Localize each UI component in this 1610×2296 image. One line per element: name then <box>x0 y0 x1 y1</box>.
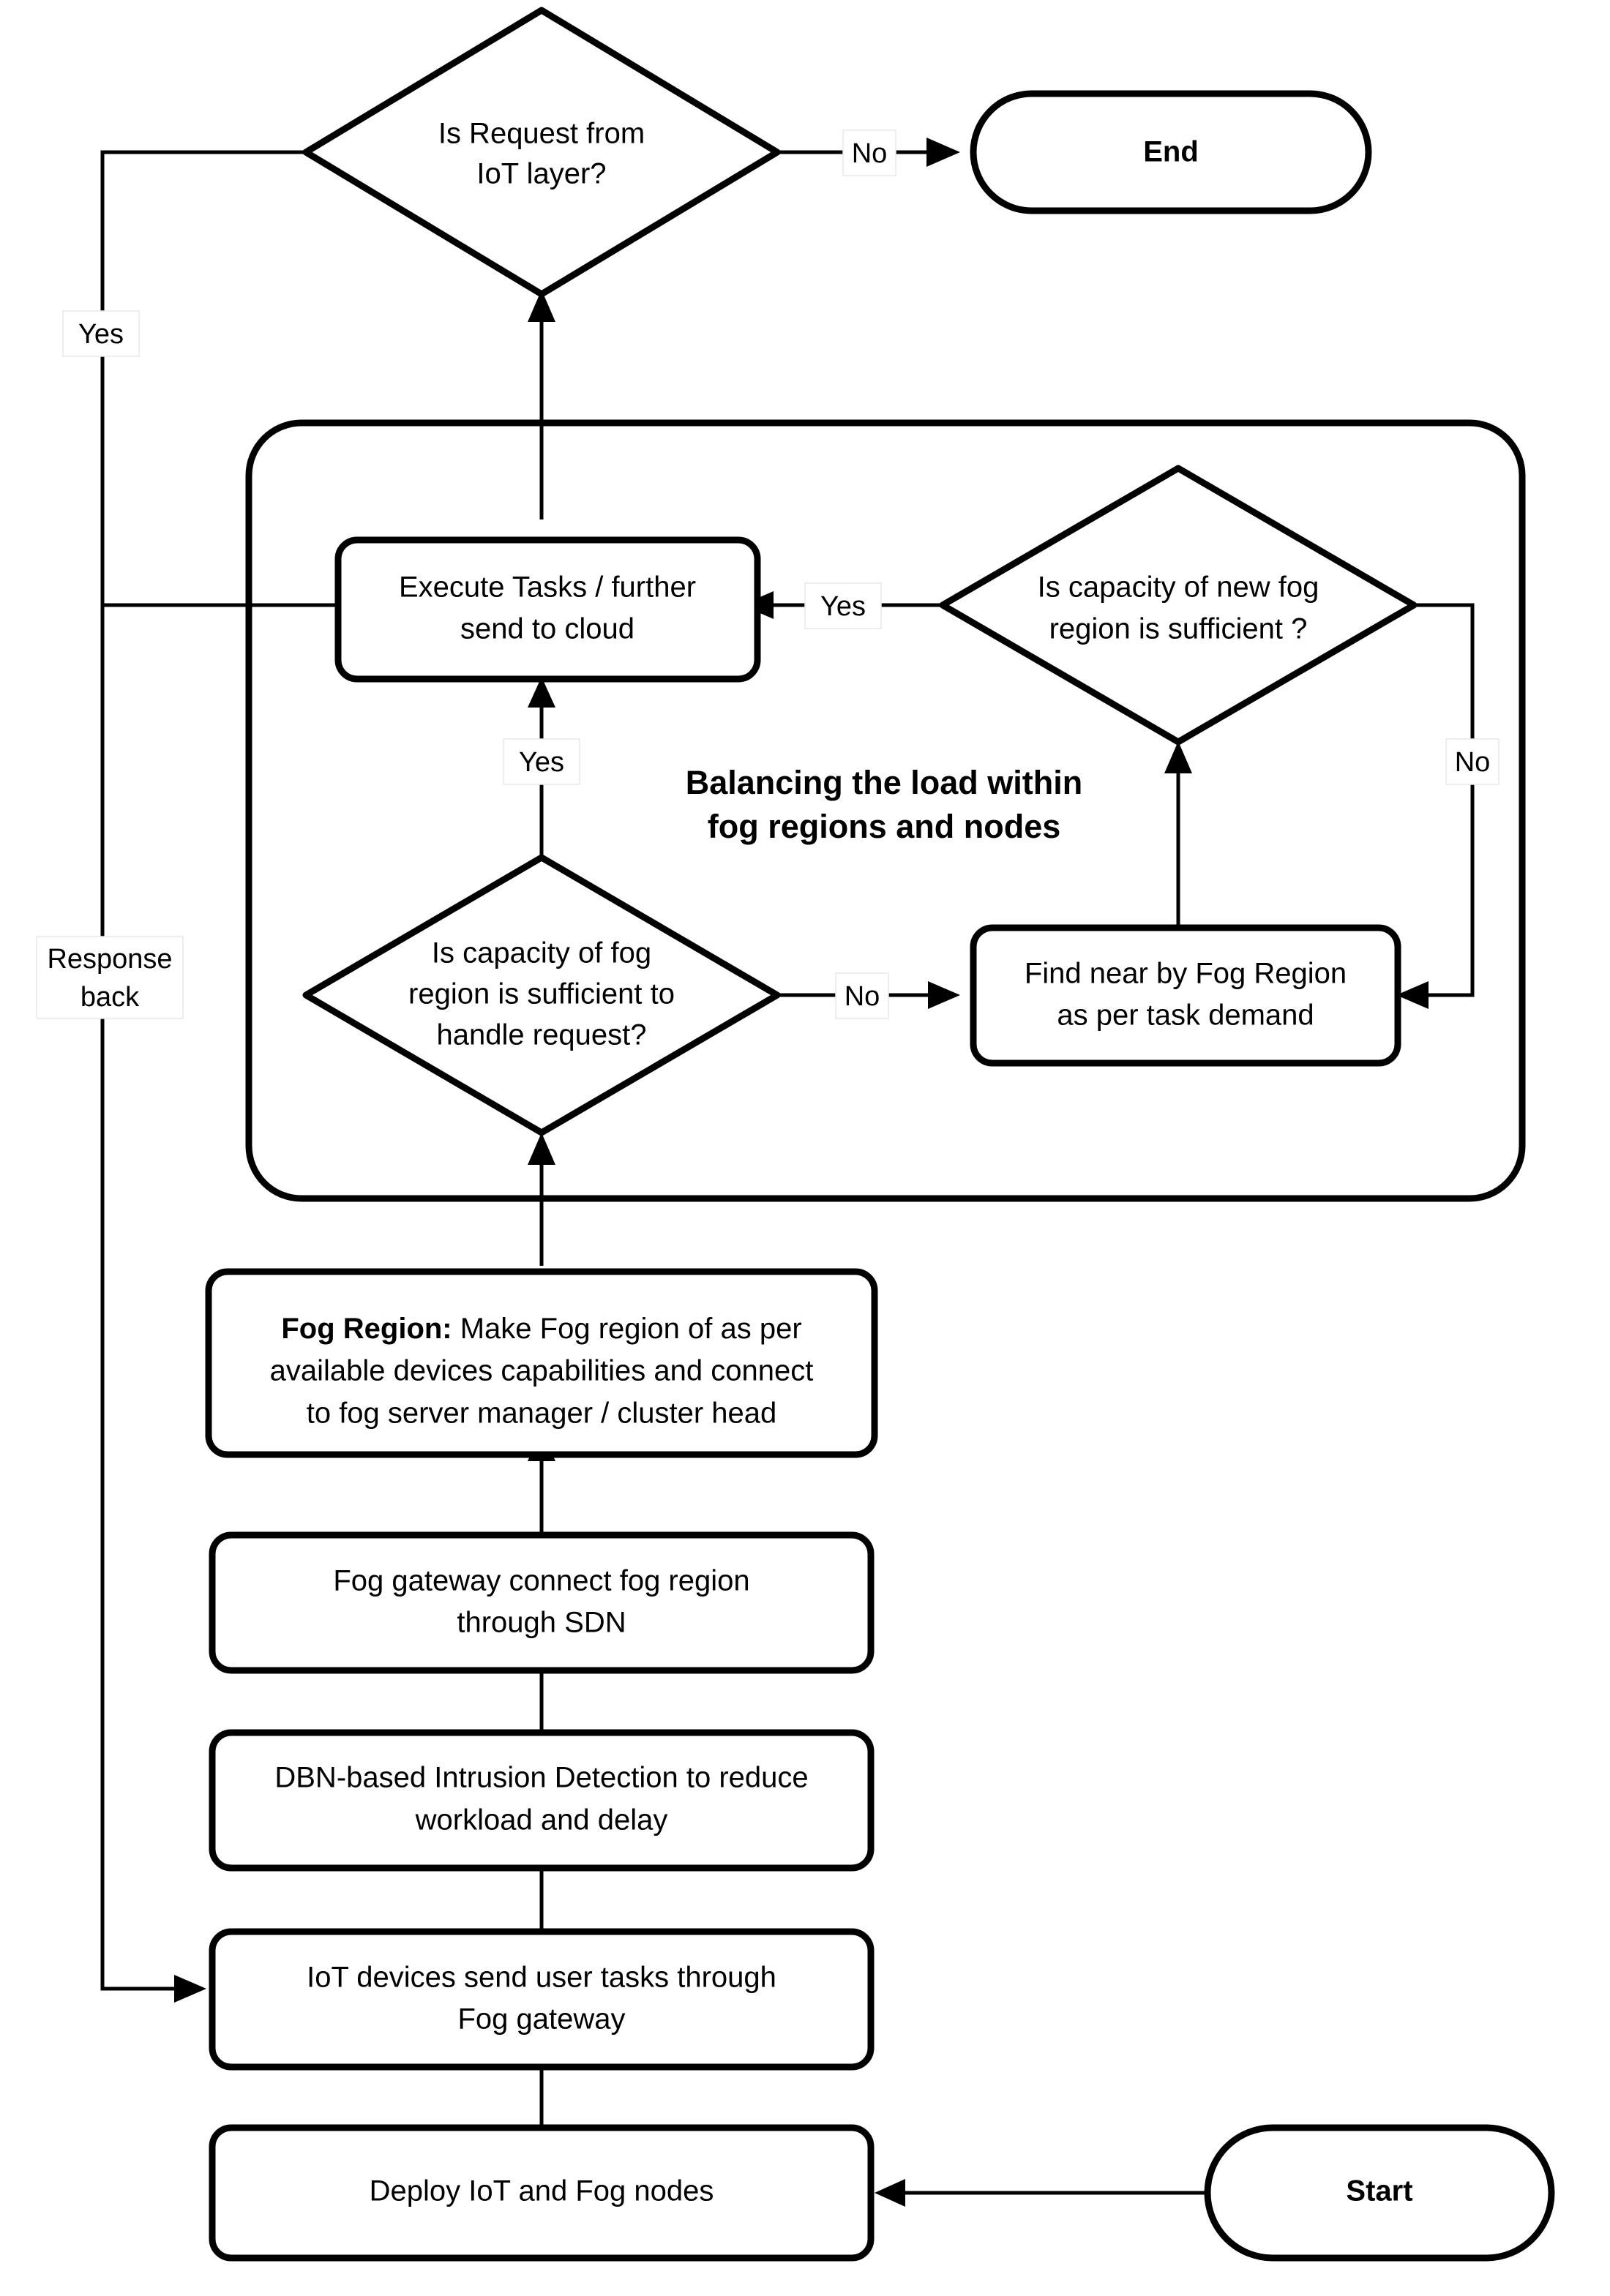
node-find-nearby-line2: as per task demand <box>1057 999 1314 1032</box>
node-capacity-new-fog-line2: region is sufficient ? <box>1049 613 1308 645</box>
node-end[interactable]: End <box>970 90 1372 214</box>
node-capacity-new-fog-line1: Is capacity of new fog <box>1038 571 1319 604</box>
edge-label-capacity-fog-no-text: No <box>845 981 880 1012</box>
edge-label-new-fog-no-text: No <box>1455 747 1491 778</box>
node-dbn-line2: workload and delay <box>415 1804 668 1837</box>
edge-label-new-fog-no: No <box>1445 738 1499 785</box>
node-fog-region-line1: Fog Region: Make Fog region of as per <box>281 1313 801 1345</box>
group-title-line2: fog regions and nodes <box>708 808 1061 845</box>
node-iot-send-line1: IoT devices send user tasks through <box>307 1962 776 1994</box>
node-is-request-from-iot-layer[interactable]: Is Request from IoT layer? <box>302 7 781 298</box>
node-iot-devices-send-tasks[interactable]: IoT devices send user tasks through Fog … <box>209 1928 875 2071</box>
edge-execute-to-is-request <box>528 290 555 519</box>
node-execute-tasks[interactable]: Execute Tasks / further send to cloud <box>334 536 761 683</box>
node-is-request-line2: IoT layer? <box>476 158 606 190</box>
node-fog-region-line1-rest: Make Fog region of as per <box>452 1313 802 1345</box>
edge-is-request-yes-to-execute <box>100 150 338 607</box>
edge-label-new-fog-yes-text: Yes <box>820 591 866 622</box>
node-deploy-label: Deploy IoT and Fog nodes <box>370 2175 714 2207</box>
node-capacity-fog-line1: Is capacity of fog <box>432 937 651 969</box>
edge-label-request-yes-text: Yes <box>78 319 124 350</box>
node-capacity-fog-region[interactable]: Is capacity of fog region is sufficient … <box>302 854 781 1136</box>
node-deploy-iot-fog-nodes[interactable]: Deploy IoT and Fog nodes <box>209 2124 875 2262</box>
edge-label-response-back-line1: Response <box>47 944 172 975</box>
node-end-label: End <box>1143 136 1199 168</box>
node-find-nearby-line1: Find near by Fog Region <box>1025 958 1347 990</box>
node-iot-send-line2: Fog gateway <box>457 2003 625 2036</box>
node-find-nearby-fog-region[interactable]: Find near by Fog Region as per task dema… <box>970 924 1401 1067</box>
node-fog-region-bold-prefix: Fog Region: <box>281 1313 452 1345</box>
node-is-request-line1: Is Request from <box>438 118 645 150</box>
node-start[interactable]: Start <box>1204 2124 1555 2262</box>
node-fog-region-line3: to fog server manager / cluster head <box>307 1398 777 1430</box>
edge-capacity-new-fog-no-loop <box>1396 603 1475 1009</box>
node-gateway-sdn-line2: through SDN <box>457 1607 626 1639</box>
edge-label-request-no: No <box>842 130 896 176</box>
edge-find-nearby-to-capacity-new-fog <box>1164 741 1192 931</box>
node-gateway-sdn-line1: Fog gateway connect fog region <box>333 1565 749 1597</box>
edge-label-new-fog-yes: Yes <box>804 582 882 629</box>
node-execute-tasks-line1: Execute Tasks / further <box>399 571 696 604</box>
group-title-line1: Balancing the load within <box>686 764 1083 801</box>
group-title: Balancing the load within fog regions an… <box>686 764 1083 845</box>
node-capacity-fog-line3: handle request? <box>437 1019 647 1051</box>
edge-fog-region-to-capacity-fog <box>528 1133 555 1266</box>
edge-label-capacity-fog-yes-text: Yes <box>519 747 564 778</box>
edge-label-request-yes: Yes <box>62 310 140 357</box>
node-fog-region-line2: available devices capabilities and conne… <box>270 1355 814 1387</box>
edge-start-to-deploy <box>875 2179 1208 2207</box>
node-execute-tasks-line2: send to cloud <box>460 613 634 645</box>
edge-response-back <box>100 605 206 2003</box>
node-fog-region[interactable]: Fog Region: Make Fog region of as per av… <box>205 1268 878 1458</box>
group-container-balancing-load <box>245 419 1526 1202</box>
edge-label-capacity-fog-yes: Yes <box>503 738 580 785</box>
node-capacity-new-fog-region[interactable]: Is capacity of new fog region is suffici… <box>939 465 1418 746</box>
edge-label-response-back: Response back <box>36 936 184 1019</box>
node-dbn-line1: DBN-based Intrusion Detection to reduce <box>274 1762 808 1794</box>
node-dbn-intrusion-detection[interactable]: DBN-based Intrusion Detection to reduce … <box>209 1729 875 1872</box>
edge-label-request-no-text: No <box>852 138 888 169</box>
edge-label-capacity-fog-no: No <box>835 972 889 1019</box>
node-capacity-fog-line2: region is sufficient to <box>408 978 675 1010</box>
node-fog-gateway-sdn[interactable]: Fog gateway connect fog region through S… <box>209 1531 875 1674</box>
edge-label-response-back-line2: back <box>80 982 140 1013</box>
node-start-label: Start <box>1346 2175 1412 2207</box>
